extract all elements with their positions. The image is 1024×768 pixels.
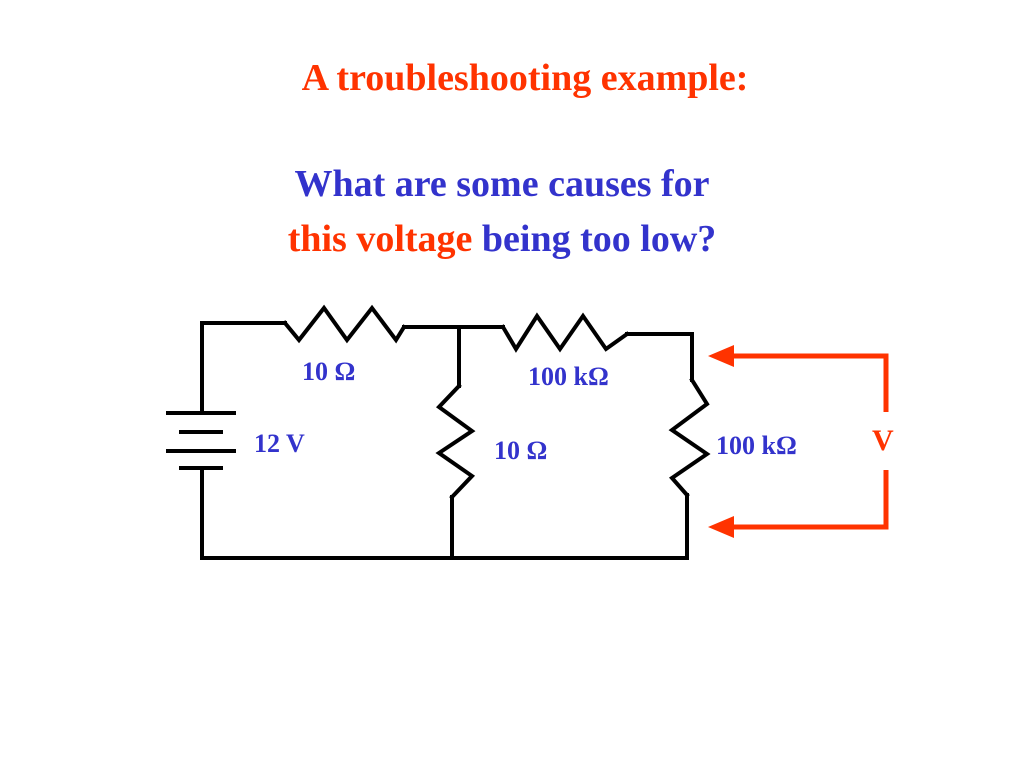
- probe-lead-bottom: [730, 470, 889, 530]
- label-source-voltage: 12 V: [254, 429, 305, 458]
- probe-arrow-bottom: [708, 516, 734, 538]
- label-r-shunt-right: 100 kΩ: [716, 431, 797, 460]
- question-rest: being too low?: [472, 218, 717, 260]
- resistor-shunt-right: [668, 377, 711, 498]
- resistor-series-right: [500, 312, 630, 353]
- resistor-series-left: [282, 304, 407, 344]
- label-voltmeter: V: [872, 424, 894, 457]
- probe-arrow-top: [708, 345, 734, 367]
- label-r-series-right: 100 kΩ: [528, 362, 609, 391]
- probe-lead-top: [730, 353, 889, 412]
- question-line-2: this voltage being too low?: [0, 213, 1004, 265]
- question-highlight: this voltage: [287, 218, 473, 260]
- question-line-1: What are some causes for: [294, 163, 710, 205]
- resistor-shunt-middle: [435, 383, 476, 500]
- label-r-series-left: 10 Ω: [302, 357, 355, 386]
- label-r-shunt-middle: 10 Ω: [494, 436, 547, 465]
- wire-top-right: [625, 332, 694, 382]
- slide-title: A troubleshooting example:: [301, 57, 749, 99]
